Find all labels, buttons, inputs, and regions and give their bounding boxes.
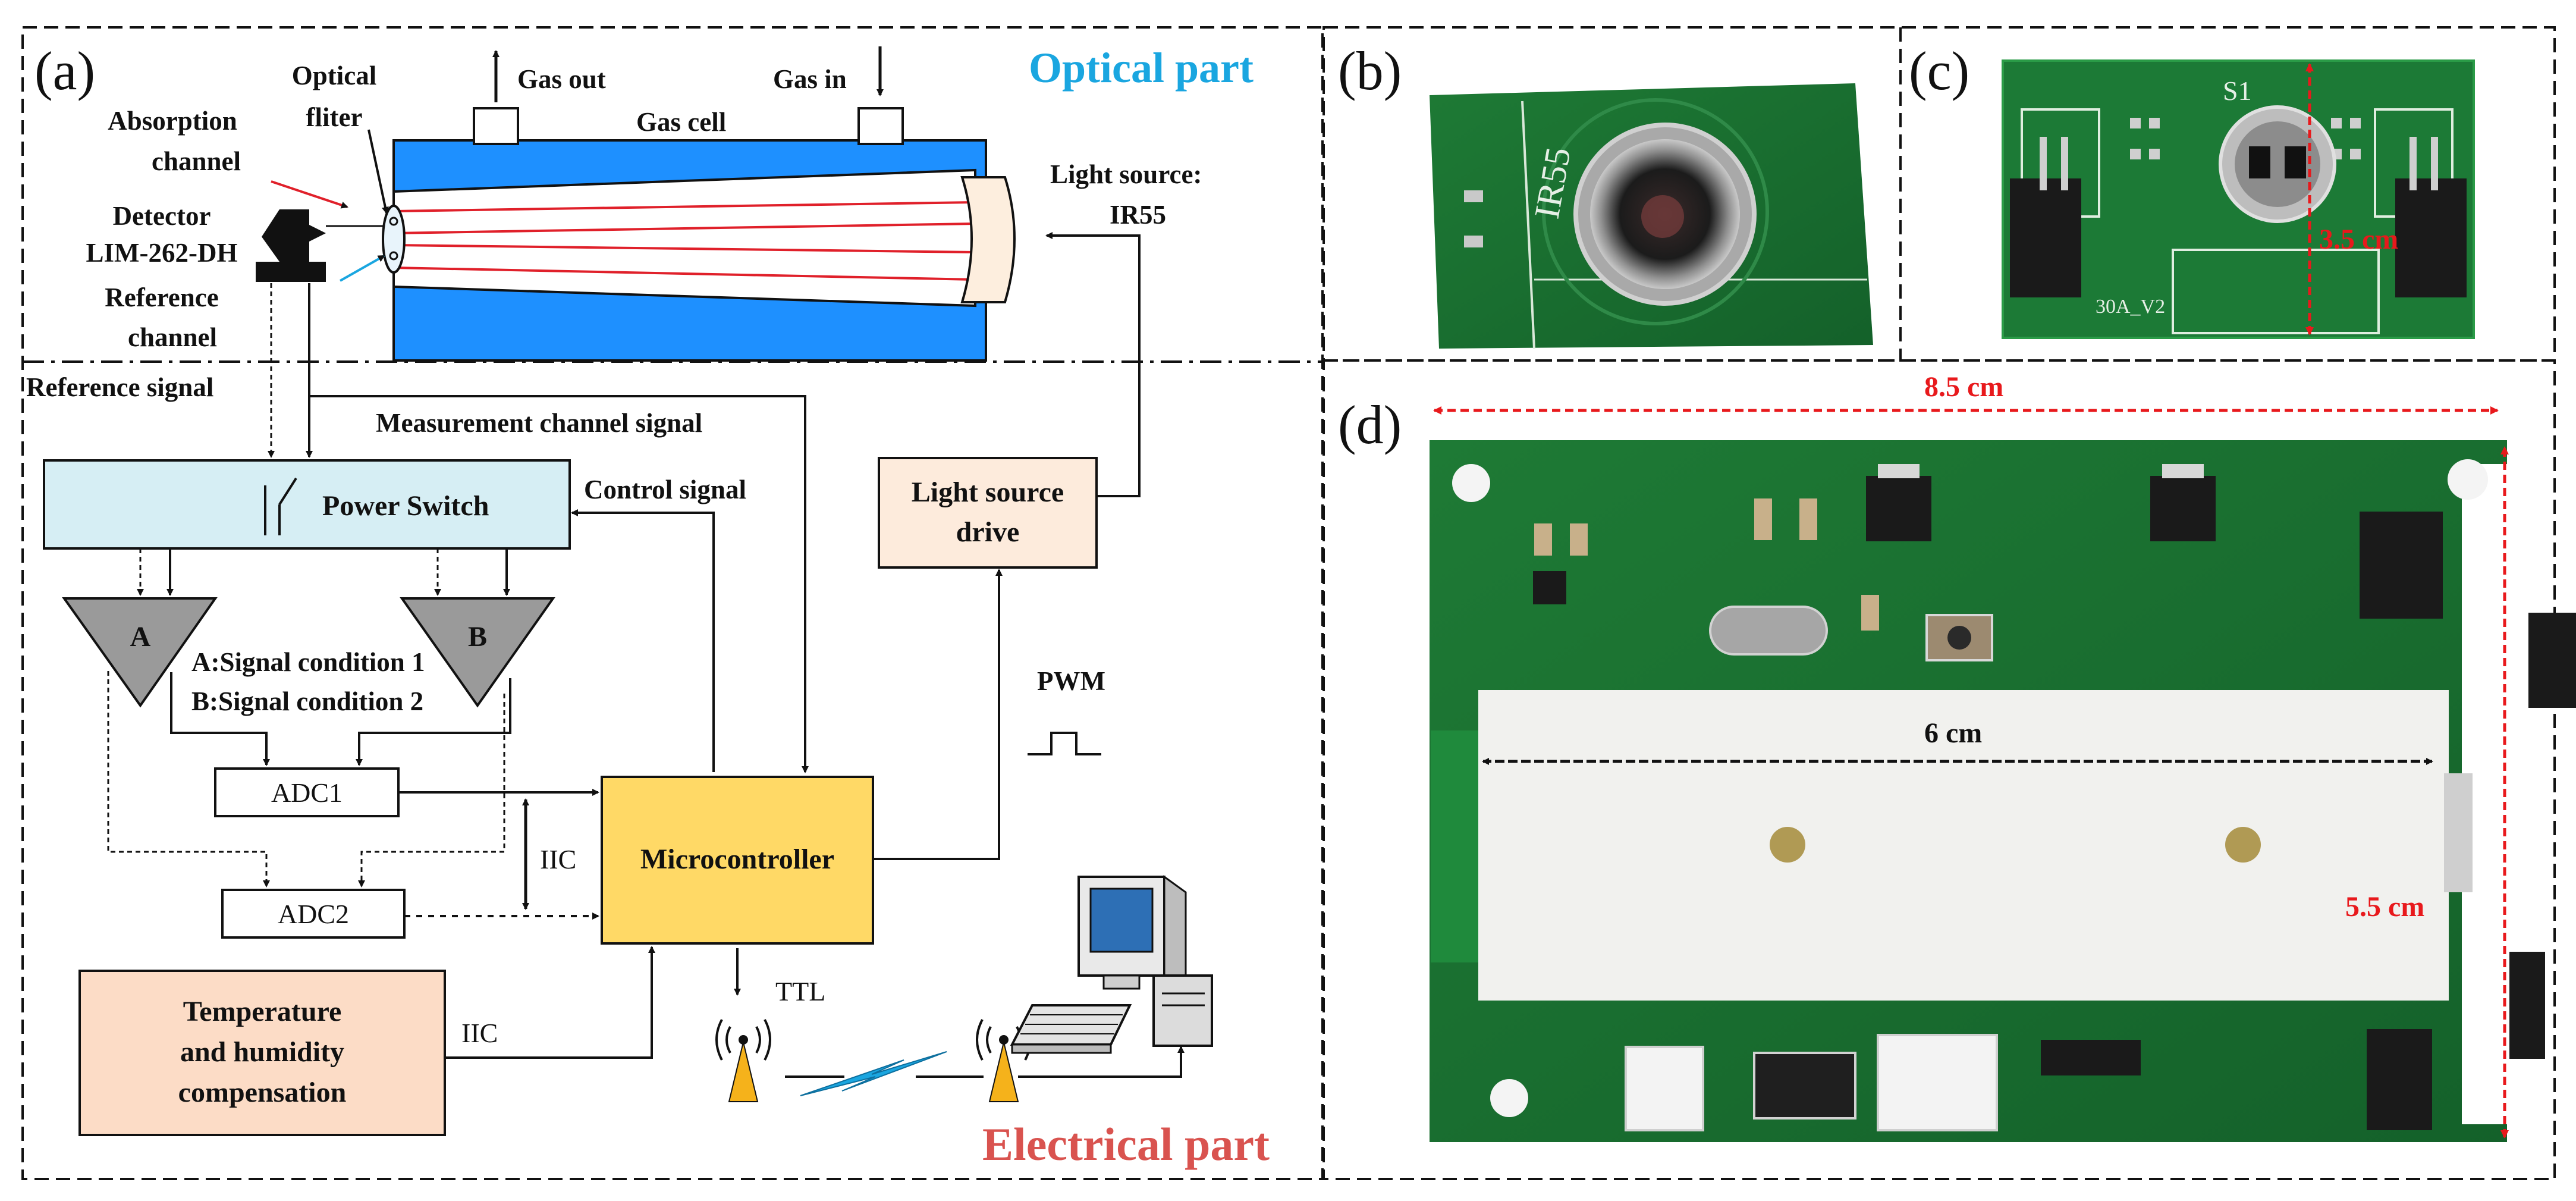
light-source-label: Light source: (1050, 159, 1202, 189)
panel-letter-b: (b) (1338, 40, 1402, 101)
ttl-label: TTL (775, 976, 825, 1006)
panel-letter-a: (a) (34, 40, 95, 101)
photo-c-silkscreen-code: 30A_V2 (2096, 296, 2165, 318)
photo-c-dim-height: 3.5 cm (2319, 224, 2398, 255)
detector-icon (256, 209, 326, 282)
light-source-lamp (960, 176, 1016, 303)
adc2-box (221, 889, 406, 939)
antenna-left-icon (715, 1019, 771, 1102)
detector-model-label: LIM-262-DH (86, 238, 238, 268)
gas-in-label: Gas in (773, 64, 847, 94)
photo-d-dim-height: 5.5 cm (2345, 891, 2424, 923)
power-switch-label: Power Switch (322, 490, 489, 522)
light-source-drive-label-2: drive (956, 516, 1020, 548)
control-signal-label: Control signal (584, 475, 746, 504)
optical-filter-label-2: fliter (306, 102, 363, 132)
gas-in-port (857, 107, 904, 145)
panel-letter-c: (c) (1909, 40, 1969, 101)
iic-temp-label: IIC (461, 1018, 498, 1048)
adc1-label: ADC1 (271, 777, 343, 808)
amplifier-b-label: B (468, 621, 487, 653)
photo-c-silkscreen-s1: S1 (2223, 76, 2252, 106)
adc2-label: ADC2 (278, 899, 349, 929)
electrical-part-title: Electrical part (982, 1118, 1270, 1170)
panel-borders (21, 26, 2556, 1180)
temp-humidity-label: Temperature (183, 996, 342, 1027)
photo-b-ir55-board: IR55 (1430, 80, 1873, 349)
beam-lines (393, 201, 976, 281)
temp-humidity-box (78, 970, 446, 1136)
pwm-label: PWM (1037, 666, 1105, 696)
light-tube (392, 168, 976, 308)
panel-letter-d: (d) (1338, 394, 1402, 455)
photo-c-detector-board: S1 30A_V2 3.5 cm (2002, 59, 2475, 339)
wireless-link-icon (800, 1051, 947, 1096)
reference-channel-label-2: channel (128, 322, 217, 352)
gas-cell-label: Gas cell (636, 107, 726, 137)
light-source-drive-box (878, 457, 1098, 569)
reference-channel-label: Reference (105, 283, 219, 312)
detector-label: Detector (113, 201, 211, 231)
optical-filter-label: Optical (292, 61, 377, 90)
gas-cell-assembly (382, 107, 1016, 362)
reference-signal-label: Reference signal (26, 372, 213, 402)
computer-icon (1010, 875, 1213, 1054)
photo-d-dim-width: 8.5 cm (1924, 371, 2003, 403)
microcontroller-label: Microcontroller (640, 843, 834, 875)
gas-out-label: Gas out (517, 64, 606, 94)
temp-humidity-label-3: compensation (178, 1077, 347, 1108)
iic-bus-label: IIC (540, 844, 576, 874)
absorption-channel-label: Absorption (108, 106, 237, 136)
amplifier-a-label: A (130, 621, 151, 653)
amplifier-a (62, 597, 218, 708)
optical-filter (382, 205, 406, 274)
amplifier-legend-a: A:Signal condition 1 (191, 647, 425, 677)
optical-part-title: Optical part (1029, 44, 1254, 92)
temp-humidity-label-2: and humidity (180, 1036, 344, 1068)
power-switch-box (43, 459, 571, 550)
pwm-waveform-icon (1028, 732, 1101, 755)
amplifier-b (400, 597, 555, 708)
photo-d-dim-inner: 6 cm (1924, 717, 1982, 749)
photo-d-gas-cell (1478, 690, 2449, 1001)
light-source-drive-label: Light source (912, 476, 1064, 508)
adc1-box (214, 767, 400, 817)
microcontroller-box (601, 776, 874, 945)
gas-out-port (473, 107, 519, 145)
photo-d-main-board: 8.5 cm 6 cm 5.5 cm (1430, 371, 2576, 1142)
light-source-model-label: IR55 (1110, 200, 1166, 230)
amplifier-legend-b: B:Signal condition 2 (191, 686, 423, 716)
measurement-signal-label: Measurement channel signal (376, 408, 702, 438)
absorption-channel-label-2: channel (152, 146, 241, 176)
